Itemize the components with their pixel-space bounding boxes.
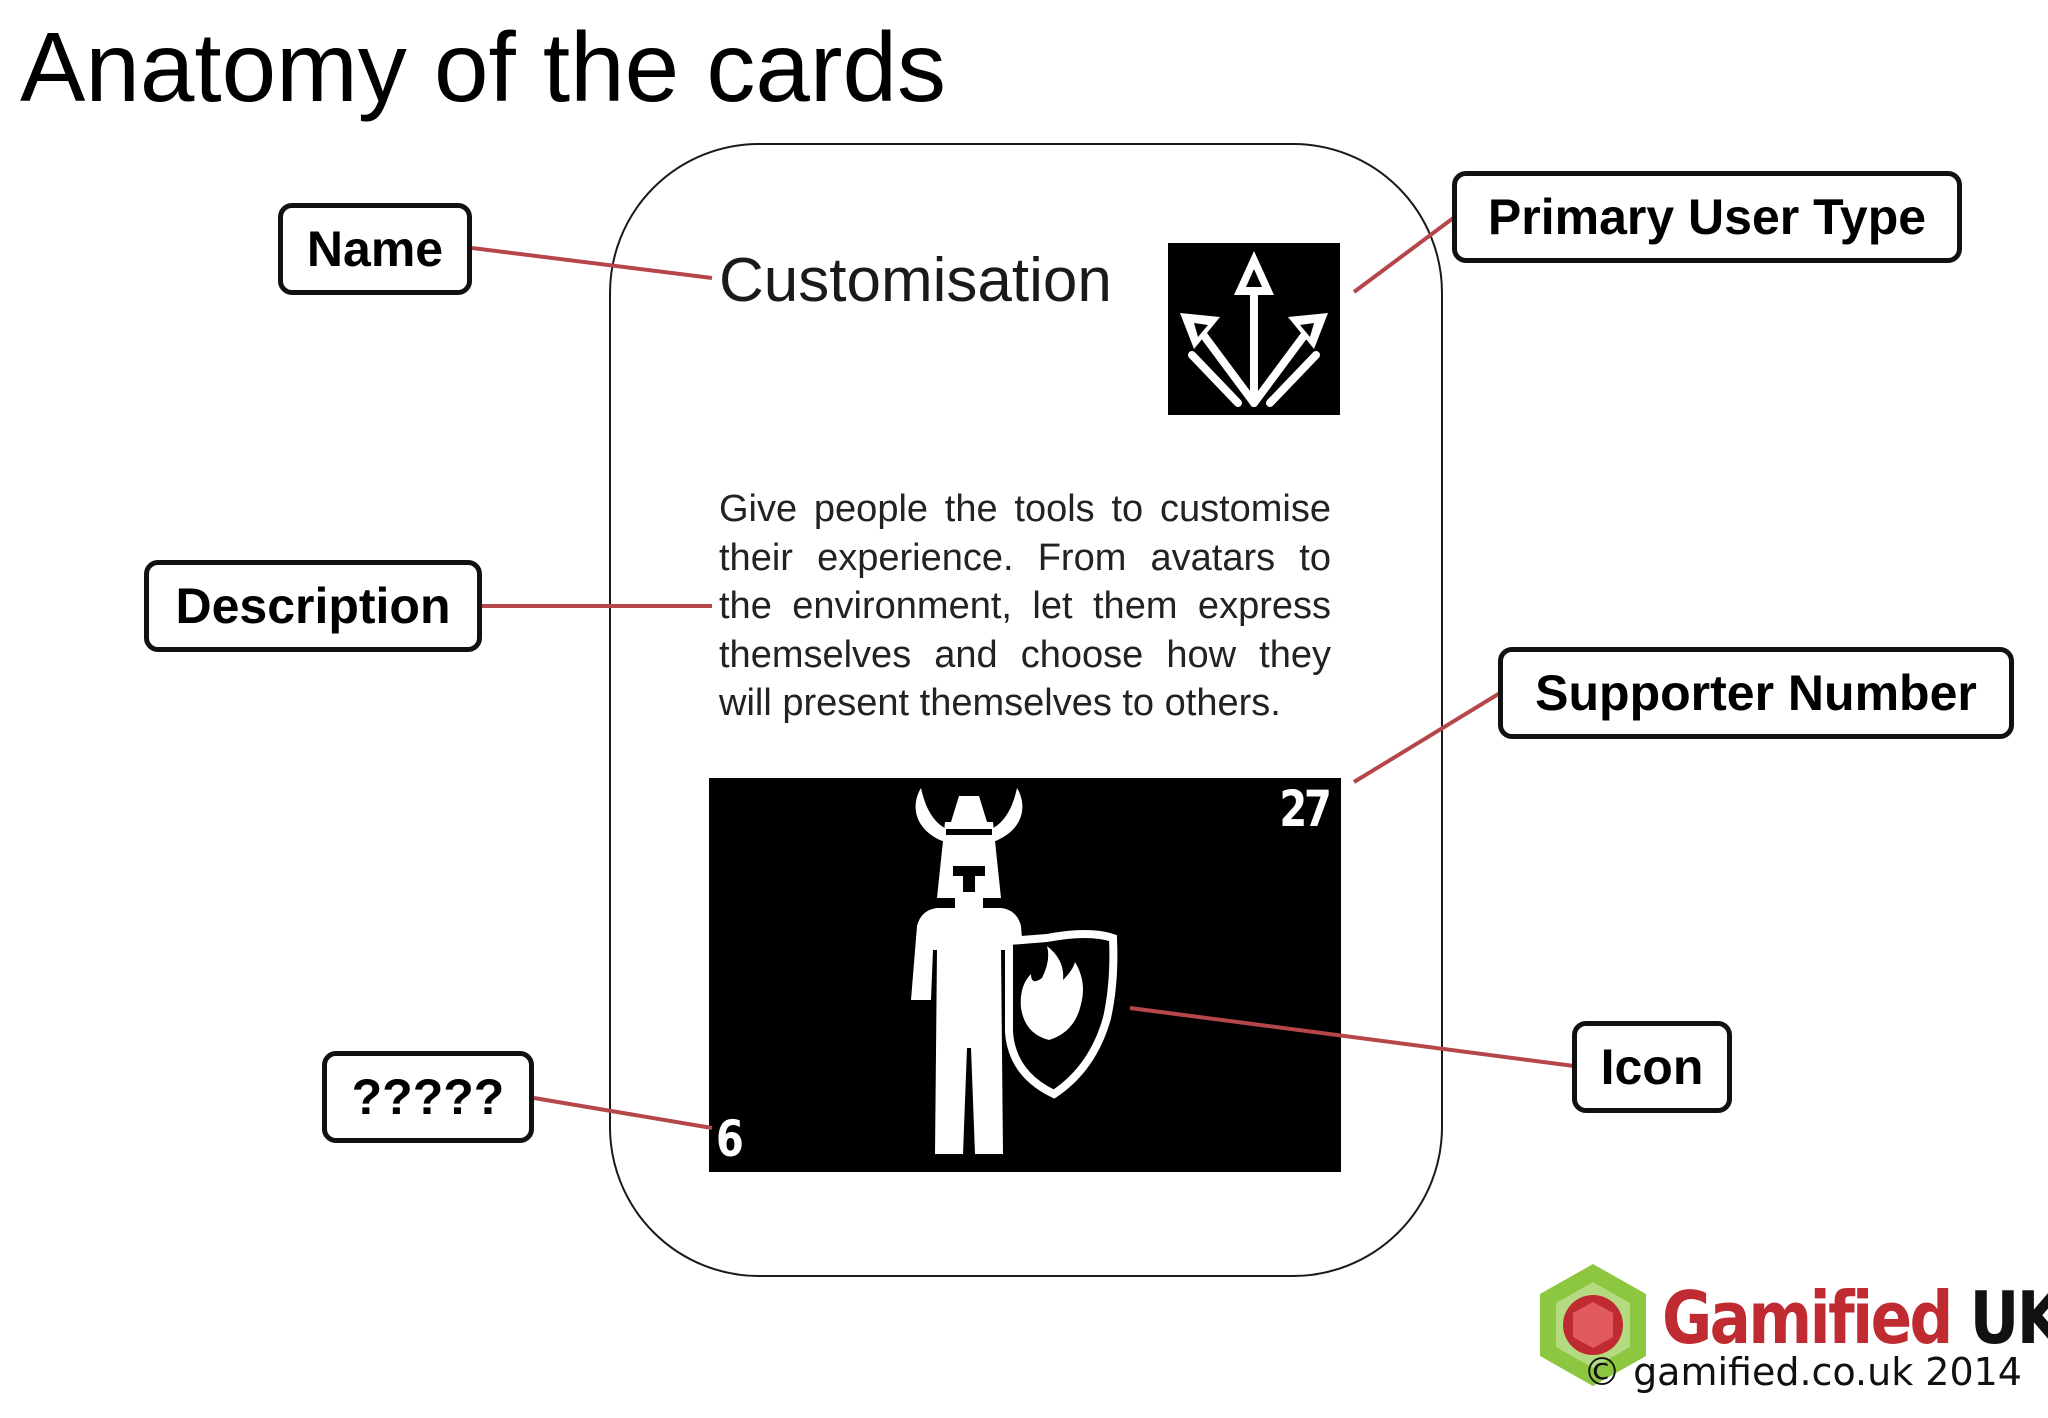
leader-line-supporter-number xyxy=(1352,691,1502,784)
knight-with-shield-icon xyxy=(911,788,1118,1154)
gamified-uk-logo-icon xyxy=(1540,1264,1646,1386)
copyright: © gamified.co.uk 2014 xyxy=(1582,1350,2022,1394)
leader-line-name xyxy=(471,246,713,280)
description-callout: Description xyxy=(144,560,482,652)
name-callout: Name xyxy=(278,203,472,295)
card-name: Customisation xyxy=(719,246,1112,315)
icon-callout: Icon xyxy=(1572,1021,1732,1113)
logo-wordmark: Gamified UK xyxy=(1662,1276,2048,1360)
card-description: Give people the tools to customise their… xyxy=(719,488,1331,724)
logo-word: Gamified xyxy=(1662,1276,1953,1360)
primary-user-type-callout: Primary User Type xyxy=(1452,171,1962,263)
branching-arrows-icon xyxy=(1180,251,1328,407)
logo-suffix: UK xyxy=(1969,1276,2048,1360)
slide-title: Anatomy of the cards xyxy=(20,12,947,122)
corner-number: 6 xyxy=(716,1110,744,1168)
supporter-number-callout: Supporter Number xyxy=(1498,647,2014,739)
leader-line-unknown xyxy=(533,1096,713,1130)
unknown-callout: ????? xyxy=(322,1051,534,1143)
leader-line-icon xyxy=(1129,1006,1575,1068)
leader-line-primary-user-type xyxy=(1352,214,1458,294)
supporter-number: 27 xyxy=(1279,780,1332,838)
primary-user-type-box xyxy=(1168,243,1340,415)
card-art-panel: 27 6 xyxy=(709,778,1341,1172)
